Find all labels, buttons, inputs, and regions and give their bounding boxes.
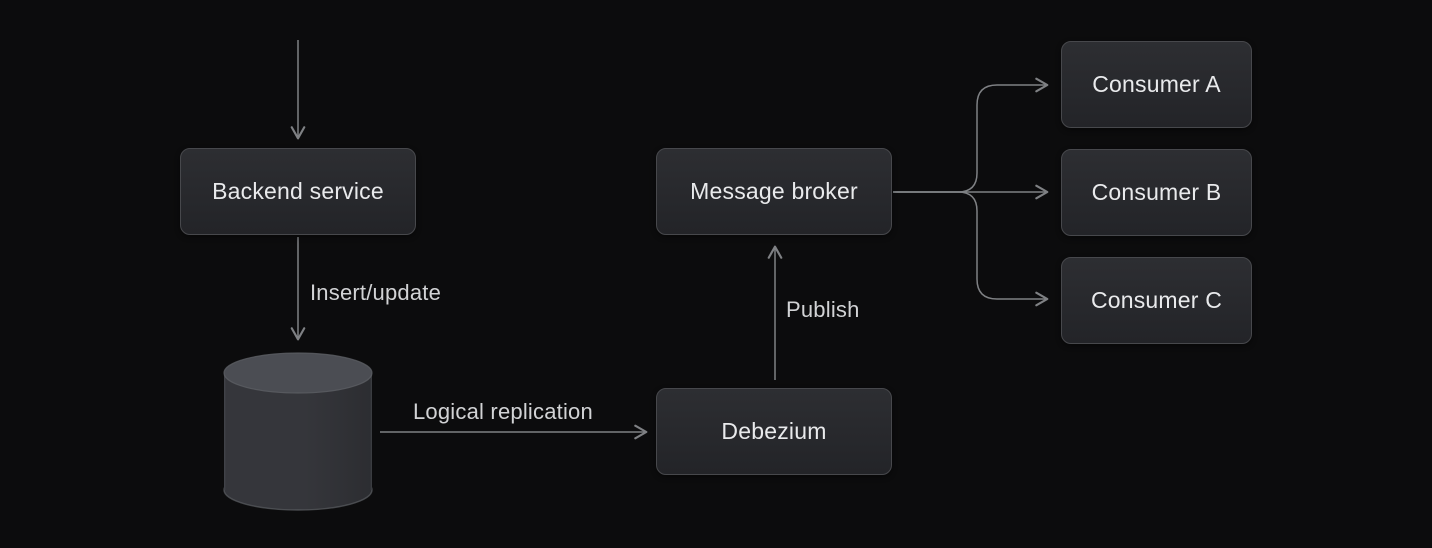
node-message-broker-label: Message broker <box>690 178 858 204</box>
node-consumer-b: Consumer B <box>1061 149 1252 236</box>
node-debezium-label: Debezium <box>721 418 827 444</box>
node-consumer-c-label: Consumer C <box>1090 287 1223 313</box>
edge-label-publish: Publish <box>786 297 860 322</box>
node-consumer-c: Consumer C <box>1061 257 1252 344</box>
node-consumer-a-label: Consumer A <box>1092 71 1221 97</box>
node-message-broker: Message broker <box>656 148 892 235</box>
arrow-broker-to-consumer-a <box>893 77 1049 193</box>
node-consumer-a: Consumer A <box>1061 41 1252 128</box>
database-icon <box>223 352 373 511</box>
node-debezium: Debezium <box>656 388 892 475</box>
arrow-broker-to-consumer-c <box>893 191 1049 307</box>
node-backend-service: Backend service <box>180 148 416 235</box>
edge-label-logical-replication: Logical replication <box>413 399 593 424</box>
edge-label-insert-update: Insert/update <box>310 280 442 305</box>
node-consumer-b-label: Consumer B <box>1091 179 1222 205</box>
node-backend-service-label: Backend service <box>212 178 384 204</box>
